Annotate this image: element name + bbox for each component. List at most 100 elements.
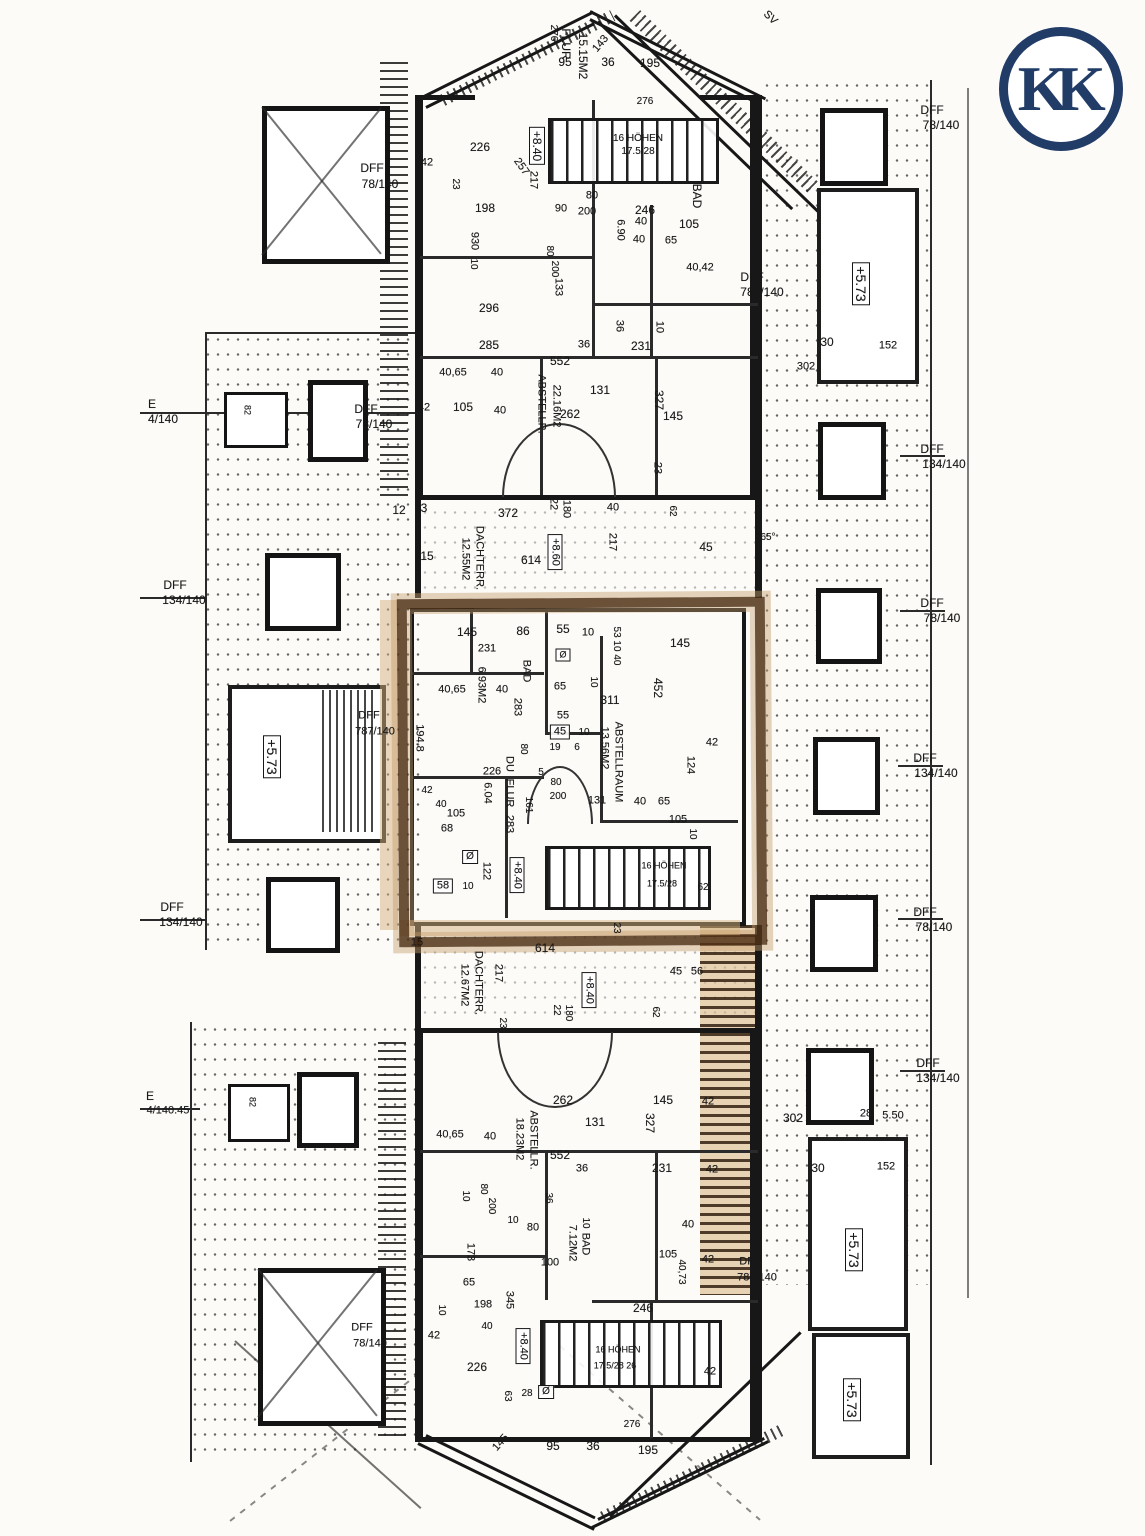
plan-label: DACHTERR.	[472, 950, 485, 1016]
partition-wall	[420, 256, 592, 259]
plan-label: 133	[552, 277, 565, 297]
plan-label: 4/140.45	[146, 1104, 190, 1117]
plan-label: 42	[417, 401, 431, 414]
plan-label: DACHTERR.	[473, 525, 486, 591]
plan-label: Ø	[462, 850, 478, 864]
partition-wall	[592, 303, 758, 306]
plan-label: 12.67M2	[458, 963, 471, 1007]
plan-label: 327	[643, 1112, 657, 1134]
plan-label: 311	[600, 693, 620, 707]
plan-label: BAD	[520, 659, 533, 683]
plan-label: 18.23M2	[513, 1117, 526, 1161]
plan-label: 10	[460, 1190, 471, 1202]
partition-wall	[650, 205, 653, 356]
plan-label: BAD	[579, 1232, 592, 1256]
plan-label: 7.12M2	[566, 1224, 579, 1262]
plan-label: BAD	[690, 183, 704, 209]
plan-label: 10	[578, 727, 590, 738]
partition-wall	[600, 820, 738, 823]
roof-terrace	[812, 1333, 910, 1459]
plan-label: 6.90	[614, 219, 627, 241]
plan-label: E	[147, 397, 157, 411]
plan-label: 36	[575, 1162, 589, 1175]
plan-label: 161	[523, 796, 534, 814]
leader-line	[898, 918, 943, 920]
plan-label: 6.93M2	[475, 666, 488, 704]
plan-label: 105	[678, 217, 700, 231]
skylight-window	[308, 380, 368, 462]
plan-label: 246	[632, 1301, 654, 1315]
plan-label: 62	[650, 1006, 661, 1018]
staircase	[540, 1320, 722, 1388]
boundary-line	[930, 80, 932, 1465]
plan-label: +8.40	[529, 126, 545, 166]
plan-label: DFF	[360, 161, 384, 175]
plan-label: 80	[544, 245, 555, 257]
plan-label: 16 HÖHEN	[641, 860, 687, 871]
plan-label: 4/140	[147, 412, 179, 426]
plan-label: 217	[606, 532, 619, 552]
plan-label: 276	[623, 1419, 641, 1430]
plan-label: 345	[503, 1290, 516, 1310]
partition-wall	[420, 1255, 545, 1258]
plan-label: 40,73	[676, 1259, 687, 1285]
plan-label: 283	[503, 814, 516, 834]
plan-label: 276	[548, 24, 559, 42]
plan-label: 930	[468, 231, 481, 251]
partition-wall	[412, 672, 544, 675]
plan-label: 200	[549, 260, 560, 278]
plan-label: DFF	[920, 442, 944, 456]
plan-label: 152	[878, 339, 898, 352]
plan-label: 105	[452, 400, 474, 414]
plan-label: DFF	[739, 1255, 761, 1268]
plan-label: +8.40	[515, 1328, 531, 1364]
plan-label: 10	[687, 828, 698, 840]
plan-label: 145	[662, 409, 684, 423]
wall-segment	[415, 95, 475, 100]
plan-label: 10	[580, 1217, 591, 1229]
plan-label: 36	[601, 55, 615, 69]
partition-wall	[420, 1150, 758, 1153]
wall-segment	[755, 498, 762, 598]
plan-label: 134/140	[922, 457, 966, 471]
plan-label: 42	[427, 1329, 441, 1342]
plan-label: +5.73	[852, 262, 870, 306]
plan-label: 217	[527, 170, 540, 190]
terrace-stair-hatch	[322, 690, 376, 832]
plan-label: 276	[636, 96, 654, 107]
plan-label: DFF	[920, 596, 944, 610]
plan-label: 65°	[760, 532, 776, 543]
plan-label: 10	[653, 320, 666, 334]
plan-label: 40	[634, 215, 648, 228]
wall-segment	[415, 1028, 762, 1033]
partition-wall	[592, 1300, 758, 1303]
plan-label: SV	[760, 8, 780, 28]
plan-label: +5.73	[845, 1228, 863, 1272]
partition-wall	[505, 776, 508, 918]
wall-segment	[415, 95, 423, 498]
plan-label: 134/140	[159, 915, 203, 929]
plan-label: 62	[697, 882, 709, 893]
plan-label: 62	[667, 505, 678, 517]
plan-label: 28	[859, 1107, 873, 1120]
plan-label: 231	[651, 1161, 673, 1175]
kk-logo-monogram: KK	[1017, 53, 1106, 124]
plan-label: 787/140	[737, 1271, 777, 1284]
plan-label: 53 10 40	[611, 626, 622, 666]
plan-label: 195	[637, 1443, 659, 1457]
plan-label: 262	[552, 1093, 574, 1107]
plan-label: 78/140	[923, 611, 961, 625]
plan-label: +5.73	[263, 735, 281, 779]
plan-label: 552	[549, 354, 571, 368]
plan-label: 302	[796, 360, 816, 373]
leader-line	[140, 597, 205, 599]
plan-label: 6.04	[481, 782, 494, 804]
marker-smear	[380, 600, 398, 930]
plan-label: DFF	[740, 270, 764, 284]
plan-label: 80	[526, 1221, 540, 1234]
partition-wall	[600, 636, 603, 822]
plan-label: 16 HÖHEN	[595, 1344, 641, 1355]
plan-label: 40,65	[439, 366, 467, 379]
plan-label: 10	[462, 881, 474, 892]
